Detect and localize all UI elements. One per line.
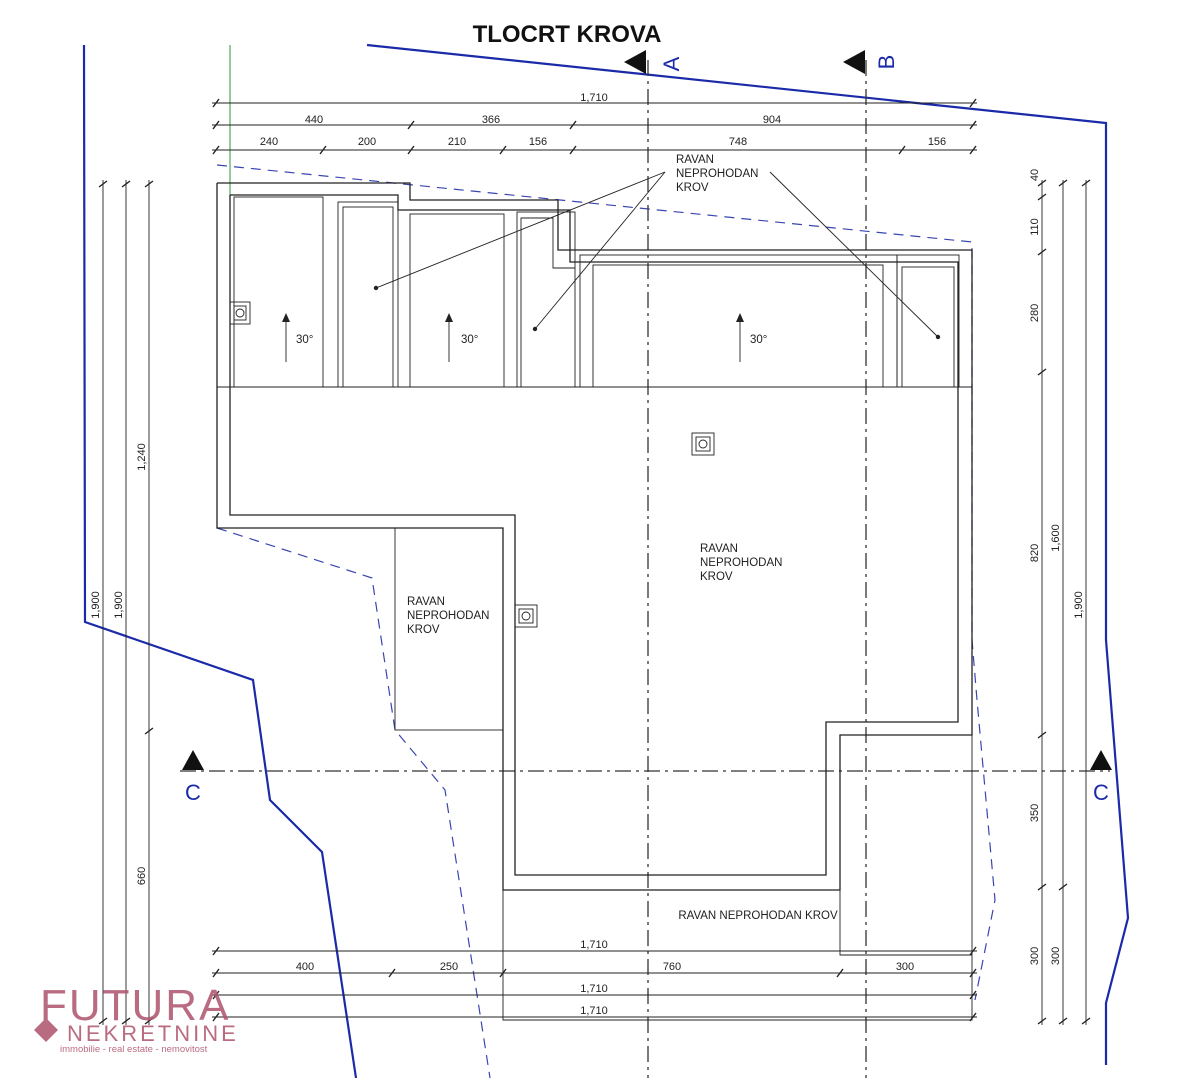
svg-text:210: 210 (448, 136, 466, 148)
svg-text:1,900: 1,900 (1073, 591, 1085, 619)
svg-text:366: 366 (482, 114, 500, 126)
svg-text:A: A (659, 56, 684, 71)
label-leaders (373, 171, 941, 340)
svg-text:1,900: 1,900 (90, 591, 102, 619)
svg-text:660: 660 (136, 867, 148, 885)
section-marker-c-right: C (1090, 750, 1112, 805)
svg-text:440: 440 (305, 114, 323, 126)
svg-text:1,710: 1,710 (580, 939, 608, 951)
drawing-title: TLOCRT KROVA (473, 21, 662, 48)
svg-text:C: C (1093, 780, 1109, 805)
label-top-roof: RAVAN NEPROHODAN KROV (676, 154, 762, 194)
svg-text:NEKRETNINE: NEKRETNINE (67, 1021, 239, 1046)
futura-logo: FUTURA NEKRETNINE immobilie - real estat… (34, 981, 239, 1055)
svg-text:110: 110 (1029, 218, 1041, 236)
svg-text:30°: 30° (750, 334, 767, 346)
slope-arrow-2: 30° (445, 313, 478, 362)
svg-text:760: 760 (663, 961, 681, 973)
dimensions-right: 40 110 280 820 350 300 1,600 300 1,900 (1029, 169, 1091, 1025)
svg-text:1,710: 1,710 (580, 92, 608, 104)
svg-text:240: 240 (260, 136, 278, 148)
slope-arrow-3: 30° (736, 313, 767, 362)
svg-text:820: 820 (1029, 544, 1041, 562)
svg-text:300: 300 (896, 961, 914, 973)
svg-text:30°: 30° (461, 334, 478, 346)
svg-text:300: 300 (1050, 947, 1062, 965)
svg-text:1,710: 1,710 (580, 1005, 608, 1017)
building-outline (216, 182, 973, 1021)
svg-text:250: 250 (440, 961, 458, 973)
roof-overhang-outline (216, 164, 996, 1079)
svg-text:40: 40 (1029, 169, 1041, 181)
svg-text:300: 300 (1029, 947, 1041, 965)
svg-text:B: B (874, 55, 899, 70)
svg-text:immobilie - real estate - nemo: immobilie - real estate - nemovitost (60, 1044, 208, 1055)
svg-text:350: 350 (1029, 804, 1041, 822)
label-center-roof: RAVAN NEPROHODAN KROV (700, 543, 786, 583)
label-bottom-roof: RAVAN NEPROHODAN KROV (678, 910, 838, 922)
svg-text:904: 904 (763, 114, 781, 126)
svg-text:1,240: 1,240 (136, 443, 148, 471)
section-marker-c-left: C (182, 750, 204, 805)
svg-text:156: 156 (529, 136, 547, 148)
svg-text:1,710: 1,710 (580, 983, 608, 995)
svg-text:30°: 30° (296, 334, 313, 346)
section-marker-a: A (624, 50, 684, 74)
label-left-roof: RAVAN NEPROHODAN KROV (407, 596, 493, 636)
svg-text:1,600: 1,600 (1050, 524, 1062, 552)
dimensions-left: 1,900 1,900 1,240 660 (90, 180, 154, 1025)
svg-text:748: 748 (729, 136, 747, 148)
svg-text:200: 200 (358, 136, 376, 148)
slope-arrow-1: 30° (282, 313, 313, 362)
dimensions-top: 1,710 440 366 904 240 200 210 156 748 15… (212, 92, 977, 155)
svg-text:280: 280 (1029, 304, 1041, 322)
svg-text:C: C (185, 780, 201, 805)
logo-diamond-icon (34, 1018, 58, 1042)
dimensions-bottom: 1,710 400 250 760 300 1,710 1,710 (212, 939, 977, 1022)
svg-text:1,900: 1,900 (113, 591, 125, 619)
section-marker-b: B (843, 50, 899, 74)
svg-text:FUTURA: FUTURA (40, 981, 230, 1030)
plot-boundary (82, 43, 1130, 1079)
svg-text:156: 156 (928, 136, 946, 148)
section-axes (180, 60, 1110, 1078)
svg-text:400: 400 (296, 961, 314, 973)
